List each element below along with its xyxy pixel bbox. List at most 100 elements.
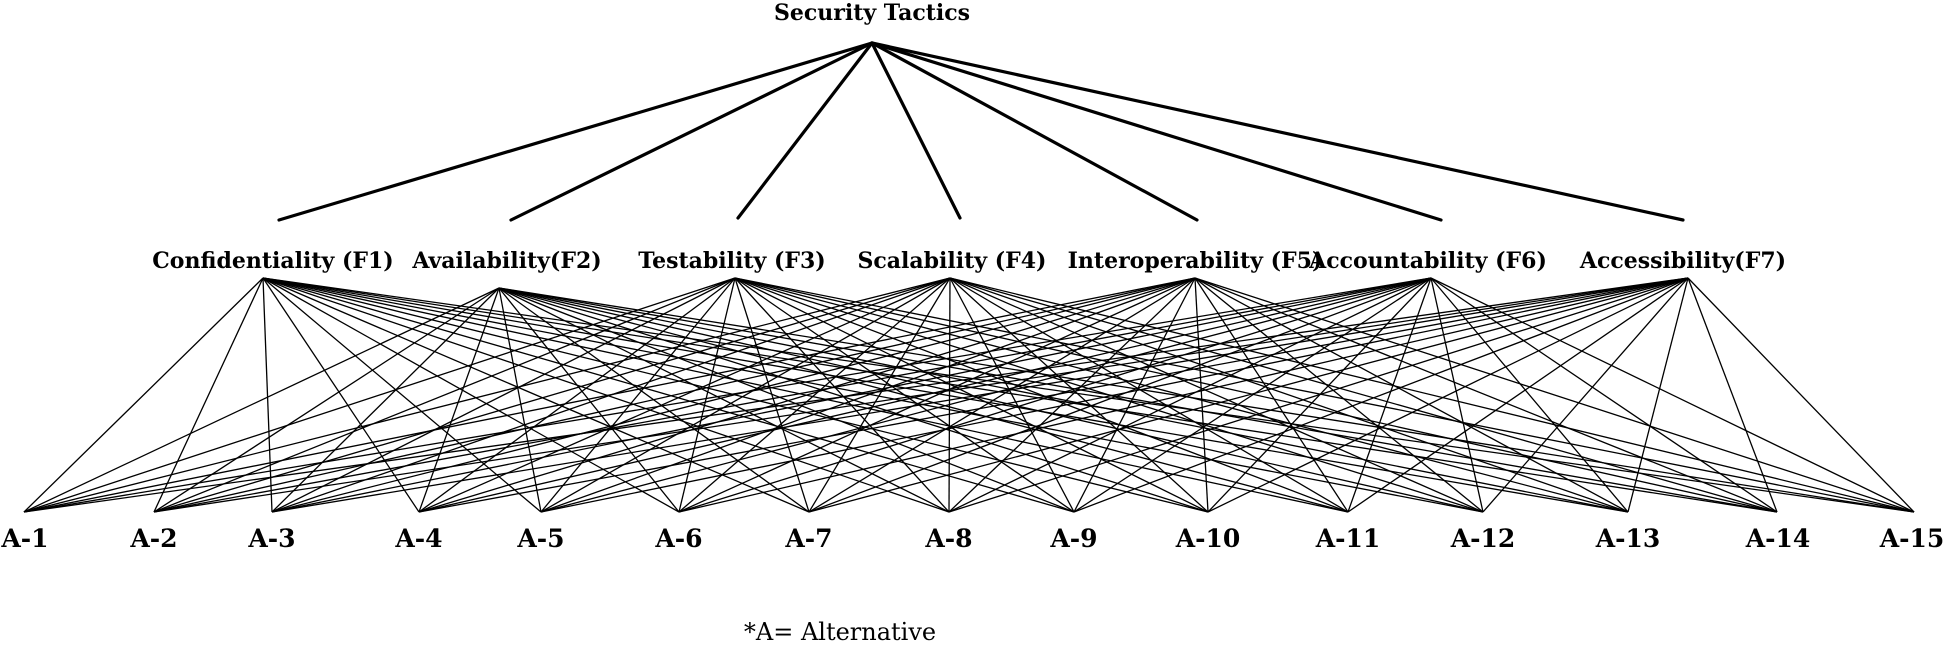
alternative-label-a-2: A-2 [129,524,177,553]
edge-f2-a-15 [498,287,1915,513]
edge-f6-a-14 [1430,277,1778,513]
goal-criteria-edges [277,41,1685,222]
edge-f3-a-1 [23,277,736,513]
edge-f1-a-14 [262,277,1778,513]
node-labels: Security Tactics Confidentiality (F1) Ava… [0,0,1943,553]
edge-goal-f2 [509,41,874,222]
edge-f7-a-15 [1687,277,1915,513]
edge-f1-a-2 [153,277,264,513]
edge-f4-a-8 [948,277,951,513]
edge-f2-a-13 [498,287,1629,513]
criterion-label-f7: Accessibility(F7) [1579,248,1786,274]
edge-f5-a-3 [271,277,1196,513]
edge-f1-a-13 [262,277,1629,513]
edge-f7-a-14 [1687,277,1778,513]
alternative-label-a-12: A-12 [1450,524,1516,553]
edge-f1-a-12 [262,277,1484,513]
criterion-label-f1: Confidentiality (F1) [152,248,393,274]
edge-f4-a-13 [949,277,1629,513]
goal-label: Security Tactics [774,0,970,26]
edge-goal-f4 [870,41,962,220]
alternative-label-a-1: A-1 [0,524,48,553]
edge-f7-a-12 [1482,277,1689,513]
edge-f3-a-3 [271,277,736,513]
edge-f2-a-4 [418,287,500,513]
edge-f6-a-2 [153,277,1432,513]
edge-f1-a-4 [262,277,420,513]
edge-f4-a-14 [949,277,1778,513]
edge-goal-f7 [870,41,1685,222]
edge-f4-a-1 [23,277,951,513]
edge-f1-a-3 [262,277,273,513]
edge-f2-a-5 [498,287,542,513]
edge-f6-a-15 [1430,277,1915,513]
edge-f3-a-7 [734,277,810,513]
edge-f6-a-5 [540,277,1432,513]
alternative-label-a-8: A-8 [924,524,972,553]
alternative-label-a-6: A-6 [654,524,702,553]
edge-goal-f6 [870,41,1443,222]
edge-f4-a-10 [949,277,1209,513]
edge-f6-a-1 [23,277,1432,513]
edge-f3-a-10 [734,277,1209,513]
edge-f5-a-10 [1194,277,1209,513]
edge-f5-a-12 [1194,277,1484,513]
edge-f6-a-12 [1430,277,1484,513]
edge-goal-f3 [736,41,874,220]
edge-f5-a-8 [948,277,1196,513]
edge-f3-a-9 [734,277,1075,513]
edge-f7-a-8 [948,277,1689,513]
edge-f7-a-10 [1207,277,1689,513]
edge-f2-a-9 [498,287,1075,513]
edge-f5-a-15 [1194,277,1915,513]
edge-f7-a-2 [153,277,1689,513]
edge-f2-a-8 [498,287,950,513]
edge-f7-a-4 [418,277,1689,513]
edge-f5-a-4 [418,277,1196,513]
edge-f7-a-7 [808,277,1689,513]
footnote: *A= Alternative [744,618,936,645]
edge-f7-a-11 [1347,277,1689,513]
alternative-label-a-9: A-9 [1049,524,1097,553]
edge-f5-a-7 [808,277,1196,513]
criterion-label-f5: Interoperability (F5) [1068,248,1323,274]
edge-f5-a-9 [1073,277,1196,513]
criterion-label-f3: Testability (F3) [638,248,825,274]
edge-f4-a-5 [540,277,951,513]
edge-f4-a-2 [153,277,951,513]
edge-f3-a-15 [734,277,1915,513]
alternative-label-a-14: A-14 [1745,524,1811,553]
alternative-label-a-15: A-15 [1879,524,1943,553]
edge-f5-a-2 [153,277,1196,513]
edge-f1-a-7 [262,277,810,513]
edge-f4-a-9 [949,277,1075,513]
edge-goal-f1 [277,41,874,222]
criteria-alternative-edges [23,277,1915,513]
edge-f7-a-1 [23,277,1689,513]
edge-goal-f5 [870,41,1199,222]
alternative-label-a-3: A-3 [247,524,295,553]
criterion-label-f2: Availability(F2) [411,248,601,274]
alternative-label-a-4: A-4 [394,524,442,553]
edge-f6-a-13 [1430,277,1629,513]
alternative-label-a-11: A-11 [1315,524,1381,553]
edge-f5-a-14 [1194,277,1778,513]
edge-f4-a-11 [949,277,1349,513]
edge-f2-a-12 [498,287,1484,513]
edge-f1-a-1 [23,277,264,513]
edge-f6-a-9 [1073,277,1432,513]
alternative-label-a-13: A-13 [1595,524,1661,553]
edge-f6-a-11 [1347,277,1432,513]
edge-f3-a-12 [734,277,1484,513]
edge-f1-a-9 [262,277,1075,513]
edge-f2-a-14 [498,287,1778,513]
edge-f5-a-1 [23,277,1196,513]
edge-f7-a-9 [1073,277,1689,513]
edge-f2-a-3 [271,287,500,513]
alternative-label-a-7: A-7 [784,524,832,553]
edge-f4-a-7 [808,277,951,513]
edge-f7-a-6 [678,277,1689,513]
edge-f5-a-6 [678,277,1196,513]
edge-f2-a-6 [498,287,680,513]
